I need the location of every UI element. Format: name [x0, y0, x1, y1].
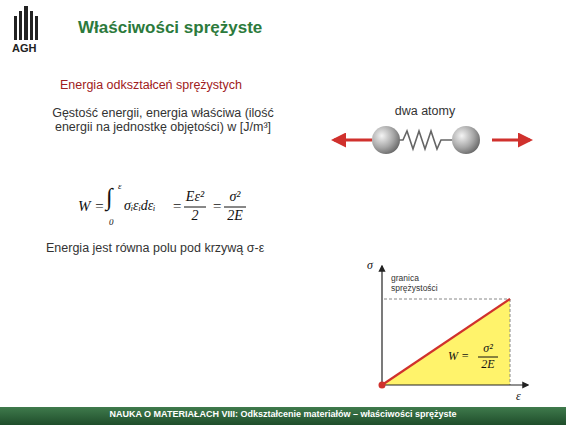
slide-title: Właściwości sprężyste: [78, 18, 262, 38]
formula-part: =: [212, 198, 222, 215]
axis-label: ε: [516, 390, 521, 404]
integral-limit: ε: [118, 181, 122, 191]
numerator: Eε²: [179, 189, 211, 205]
fraction-bar: [184, 207, 206, 208]
denominator: 2: [179, 208, 211, 224]
logo-text: AGH: [12, 42, 36, 55]
illustration-caption: dwa atomy: [370, 104, 480, 118]
axis-label: σ: [367, 259, 373, 273]
description: Gęstość energii, energia właściwa (ilość…: [47, 106, 279, 135]
numerator: σ²: [219, 189, 251, 205]
formula-part: σᵢεᵢdεᵢ: [124, 198, 156, 214]
logo-bars: [14, 6, 38, 40]
integral-sign: ∫: [106, 184, 113, 212]
subtitle: Energia odkształceń sprężystych: [60, 78, 242, 92]
formula-part: W =: [78, 198, 104, 215]
denominator: 2E: [476, 358, 500, 372]
denominator: 2E: [219, 208, 251, 224]
fraction-bar: [224, 207, 246, 208]
formula-part: W =: [448, 350, 469, 364]
limit-label: granica sprężystości: [391, 274, 453, 294]
integral-limit: 0: [109, 217, 114, 227]
two-atoms-illustration: [334, 126, 530, 154]
note: Energia jest równa polu pod krzywą σ-ε: [46, 241, 264, 255]
footer-text: NAUKA O MATERIAŁACH VIII: Odkształcenie …: [0, 409, 566, 419]
stress-strain-chart: [379, 266, 529, 389]
numerator: σ²: [476, 342, 500, 356]
formula-part: =: [172, 198, 182, 215]
footer-bar: [0, 407, 566, 425]
